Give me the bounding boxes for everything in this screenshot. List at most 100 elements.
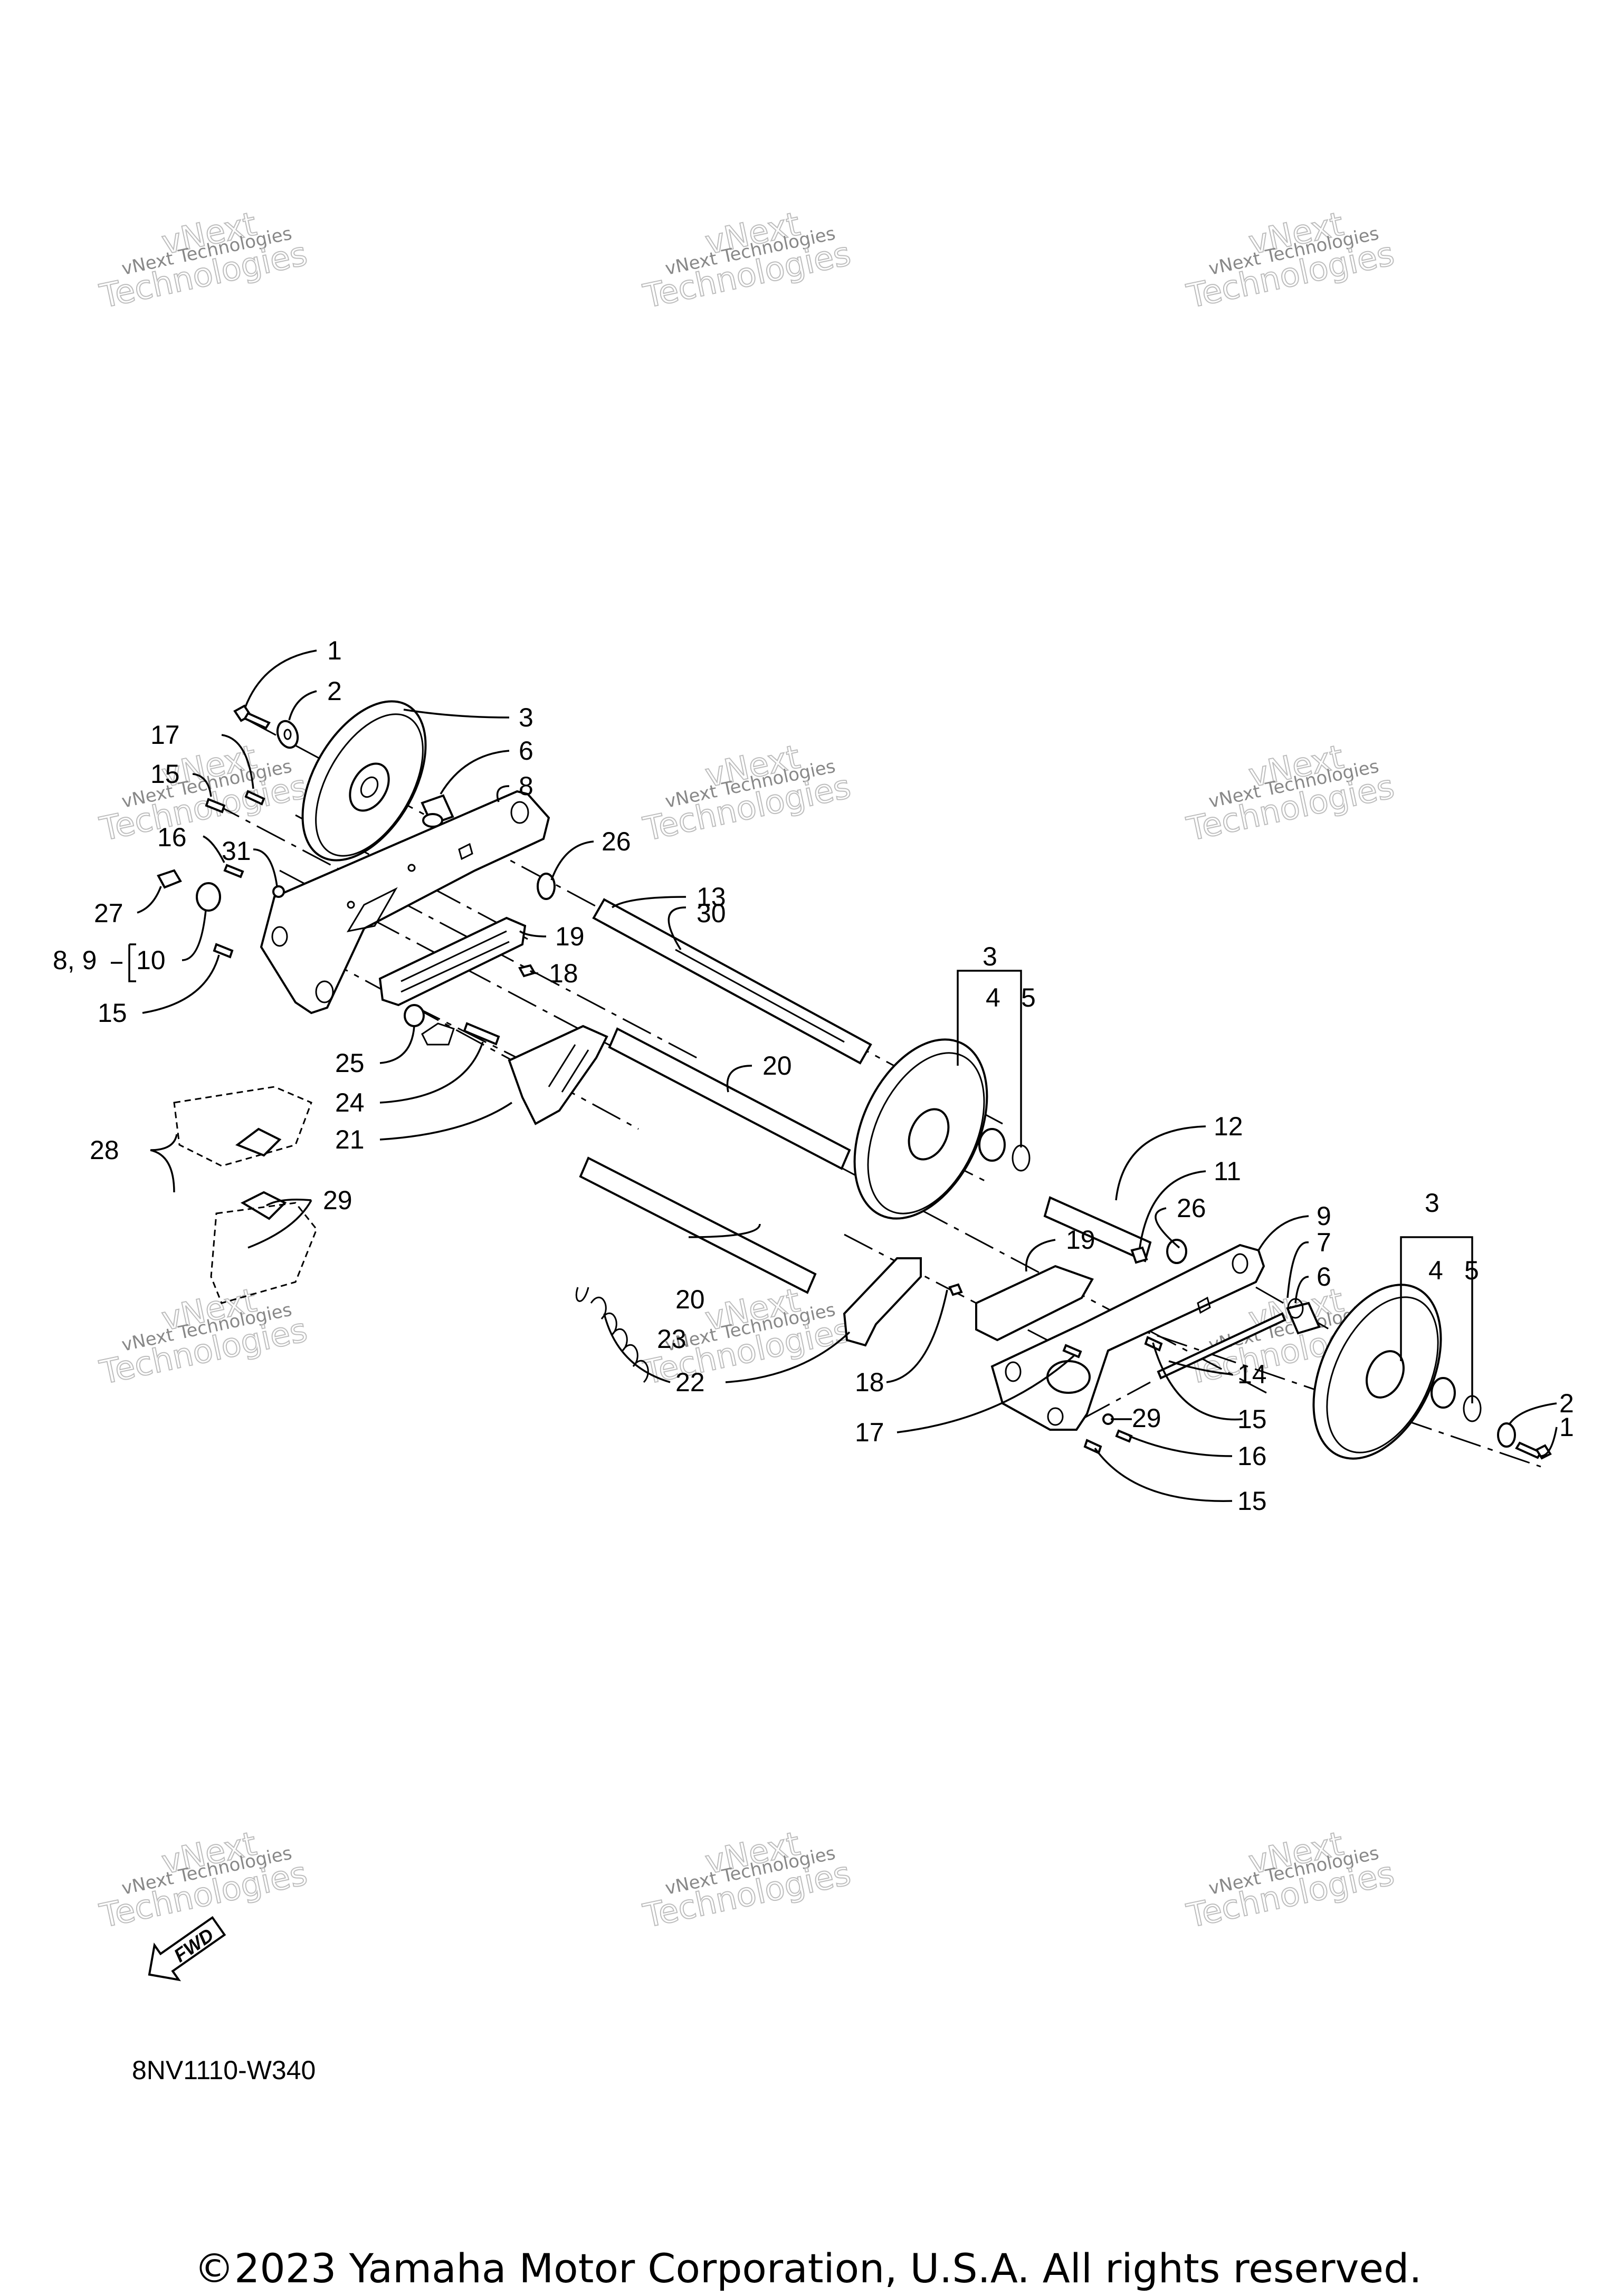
callout-9: 9: [1317, 1201, 1331, 1231]
callout-20-lower: 20: [675, 1285, 705, 1314]
callout-18-left: 18: [549, 959, 578, 988]
callout-6-right: 6: [1317, 1262, 1331, 1292]
left-small-parts: [157, 790, 536, 978]
callout-13: 13: [697, 882, 726, 912]
slide-rail-part-19-right: [975, 1265, 1094, 1342]
diagram-code: 8NV1110-W340: [132, 2055, 316, 2085]
callout-12: 12: [1214, 1112, 1243, 1141]
callout-2-left: 2: [327, 676, 342, 706]
callout-17-left: 17: [150, 720, 180, 750]
watermark: vNext vNext Technologies Technologies: [96, 204, 311, 316]
callout-28: 28: [90, 1135, 119, 1165]
callout-labels: 1 2 3 17 6 8 15 16 31 26 13 30 27 8, 9 1…: [53, 636, 1574, 1516]
bolt-part-16-right: [1115, 1429, 1133, 1443]
slide-rail-part-19-left: [378, 916, 527, 1007]
callout-17-right: 17: [855, 1418, 884, 1447]
collar-part-6-left: [421, 794, 454, 828]
callout-22: 22: [675, 1367, 705, 1397]
bolt-part-16-left: [223, 864, 244, 878]
nut-part-27: [157, 869, 182, 889]
callout-16-right: 16: [1237, 1441, 1267, 1471]
shaft-part-20-lower: [579, 1156, 817, 1294]
stopper-assembly-left: [404, 1004, 608, 1125]
watermark: vNext vNext Technologies Technologies: [640, 736, 855, 849]
callout-4-middle: 4: [986, 983, 1000, 1012]
callout-27: 27: [94, 898, 123, 928]
callout-10: 10: [136, 945, 166, 975]
callout-5-middle: 5: [1021, 983, 1036, 1012]
watermark: vNext vNext Technologies Technologies: [1183, 1823, 1398, 1936]
bolt-part-24: [463, 1022, 500, 1046]
callout-19-left: 19: [555, 922, 585, 951]
bolt-part-15-right-low: [1083, 1439, 1102, 1455]
callout-29-right: 29: [1132, 1403, 1161, 1433]
callout-3-left: 3: [519, 703, 533, 732]
watermark: vNext vNext Technologies Technologies: [96, 1280, 311, 1392]
callout-24: 24: [335, 1088, 365, 1117]
watermark: vNext vNext Technologies Technologies: [1183, 736, 1398, 849]
watermark: vNext vNext Technologies Technologies: [640, 1823, 855, 1936]
callout-20-upper: 20: [762, 1051, 792, 1080]
collar-part-10: [196, 882, 221, 912]
callout-2-right: 2: [1559, 1389, 1574, 1418]
callout-14: 14: [1237, 1360, 1267, 1389]
bolt-part-14: [1157, 1312, 1286, 1380]
right-wheel-assembly: [1286, 1284, 1552, 1460]
bolt-part-15-left-top: [205, 798, 226, 814]
bumper-part-29-left: [240, 1191, 287, 1220]
bolt-part-1-left: [233, 704, 271, 730]
watermark-grid: vNext vNext Technologies Technologies vN…: [96, 204, 1398, 1936]
stopper-seat-outline: [421, 1022, 455, 1046]
callout-18-right: 18: [855, 1367, 884, 1397]
inset-parts-28-29: [173, 1086, 318, 1304]
shaft-part-20-upper: [608, 1027, 851, 1170]
idler-wheel-part-3-left: [301, 700, 427, 862]
bolt-part-17-right: [1062, 1344, 1082, 1359]
callout-23: 23: [657, 1324, 686, 1354]
copyright-notice: ©2023 Yamaha Motor Corporation, U.S.A. A…: [194, 2245, 1422, 2292]
callout-19-right: 19: [1066, 1225, 1095, 1255]
bolt-part-1-right: [1515, 1441, 1542, 1459]
bracket-8-9-10: [111, 943, 136, 982]
shaft-part-12: [1043, 1196, 1152, 1262]
leader-lines: [137, 649, 1558, 1502]
collar-part-25: [404, 1004, 425, 1027]
watermark: vNext vNext Technologies Technologies: [640, 204, 855, 316]
bolt-part-17-left: [244, 790, 265, 806]
callout-5-right: 5: [1464, 1256, 1479, 1285]
bearing-part-4-right: [1431, 1377, 1456, 1409]
nut-part-11: [1130, 1246, 1148, 1264]
nut-part-18-left: [518, 964, 536, 978]
callout-1-left: 1: [327, 636, 342, 665]
callout-3-middle: 3: [983, 942, 997, 971]
callout-15-left-top: 15: [150, 759, 180, 789]
callout-15-left-low: 15: [98, 998, 127, 1028]
callout-29-left: 29: [323, 1185, 352, 1215]
callout-4-right: 4: [1428, 1256, 1443, 1285]
callout-6-left: 6: [519, 736, 533, 766]
middle-wheel-assembly: [853, 1038, 1031, 1220]
callout-25: 25: [335, 1048, 365, 1078]
callout-15-right-top: 15: [1237, 1404, 1267, 1434]
callout-8: 8: [519, 771, 533, 801]
callout-8-9: 8, 9: [53, 945, 97, 975]
callout-11: 11: [1214, 1156, 1241, 1186]
stopper-part-22: [843, 1257, 922, 1347]
callout-30: 30: [697, 898, 726, 928]
bumper-part-28: [235, 1127, 282, 1157]
shaft-part-30: [675, 949, 845, 1043]
left-wheel-assembly: [233, 700, 454, 862]
callout-15-right-low: 15: [1237, 1486, 1267, 1516]
bearing-part-4-middle: [978, 1128, 1006, 1162]
washer-part-2-right: [1497, 1422, 1516, 1448]
callout-26-left: 26: [602, 827, 631, 856]
washer-part-2-left: [276, 720, 299, 749]
callout-31: 31: [222, 836, 251, 866]
circlip-part-5-middle: [1012, 1144, 1031, 1172]
callout-16-left: 16: [157, 822, 187, 852]
left-bracket-part-8: [260, 790, 550, 1015]
callout-3-right: 3: [1425, 1188, 1439, 1218]
washer-part-26-left: [537, 873, 556, 900]
